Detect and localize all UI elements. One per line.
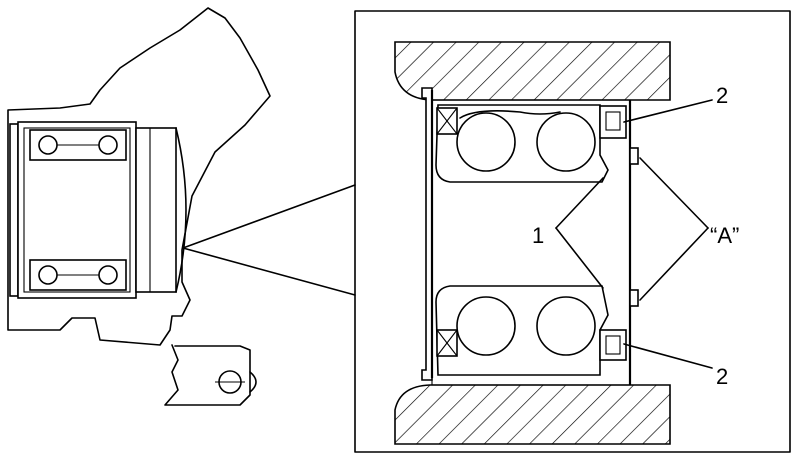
bearing-detail bbox=[394, 41, 671, 445]
lower-ball-1 bbox=[456, 296, 516, 356]
knuckle-lower-lug bbox=[164, 344, 251, 406]
leader-1-bottom bbox=[555, 227, 604, 289]
zoom-line-top bbox=[182, 184, 356, 249]
face-mark-bottom bbox=[629, 289, 639, 307]
face-mark-top bbox=[629, 147, 639, 165]
upper-seal-right bbox=[599, 105, 627, 139]
knuckle-inner-arc bbox=[175, 127, 187, 293]
upper-ball-right bbox=[98, 135, 118, 155]
upper-ball-left bbox=[38, 135, 58, 155]
leader-A-bottom bbox=[639, 227, 709, 301]
upper-seal-x2 bbox=[436, 107, 458, 135]
detail-frame bbox=[354, 10, 791, 453]
upper-cage bbox=[459, 110, 561, 119]
lower-seal-right bbox=[599, 329, 627, 361]
knuckle-overview bbox=[7, 7, 271, 406]
leader-2-top bbox=[623, 99, 713, 123]
leader-lines bbox=[555, 99, 713, 369]
leader-1-top bbox=[555, 177, 604, 229]
housing-section-bottom bbox=[394, 384, 671, 445]
hub-flange bbox=[9, 123, 19, 297]
lower-ball-left bbox=[38, 265, 58, 285]
callout-2-top: 2 bbox=[716, 83, 728, 108]
upper-seal-right-inner bbox=[605, 111, 621, 131]
callout-2-bottom: 2 bbox=[716, 364, 728, 389]
lug-bolt-tip bbox=[249, 371, 257, 393]
leader-A-top bbox=[639, 157, 709, 229]
bearing-housing-inner bbox=[23, 127, 131, 293]
left-snap-ring bbox=[421, 87, 433, 381]
hub-shaft bbox=[135, 127, 177, 293]
lower-ball-right bbox=[98, 265, 118, 285]
callout-1: 1 bbox=[532, 223, 544, 248]
upper-ball-1 bbox=[456, 112, 516, 172]
lower-ball-2 bbox=[536, 296, 596, 356]
zoom-line-bottom bbox=[182, 247, 356, 296]
leader-2-bottom bbox=[623, 343, 713, 369]
upper-ball-2 bbox=[536, 112, 596, 172]
knuckle-outline bbox=[7, 7, 271, 346]
callout-A: “A” bbox=[710, 223, 739, 248]
lower-seal-x2 bbox=[436, 329, 458, 357]
housing-section-top bbox=[394, 41, 671, 101]
lower-seal-right-inner bbox=[605, 335, 621, 355]
